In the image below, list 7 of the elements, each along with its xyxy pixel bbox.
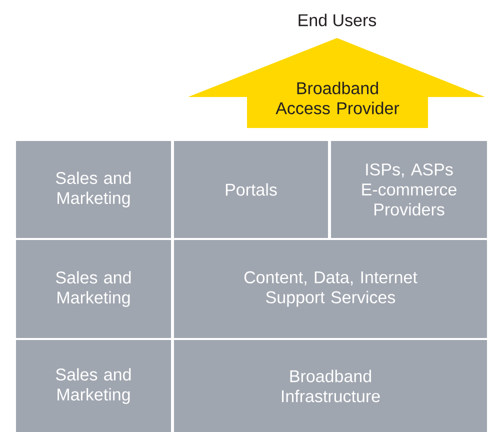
layer-box: Sales and Marketing	[16, 141, 171, 238]
layer-box: Content, Data, Internet Support Services	[174, 240, 487, 338]
layer-box: Sales and Marketing	[16, 340, 171, 432]
layer-box: Broadband Infrastructure	[174, 340, 487, 432]
layer-box: Portals	[174, 141, 328, 238]
layer-box: Sales and Marketing	[16, 240, 171, 338]
layer-box: ISPs, ASPs E-commerce Providers	[331, 141, 487, 238]
